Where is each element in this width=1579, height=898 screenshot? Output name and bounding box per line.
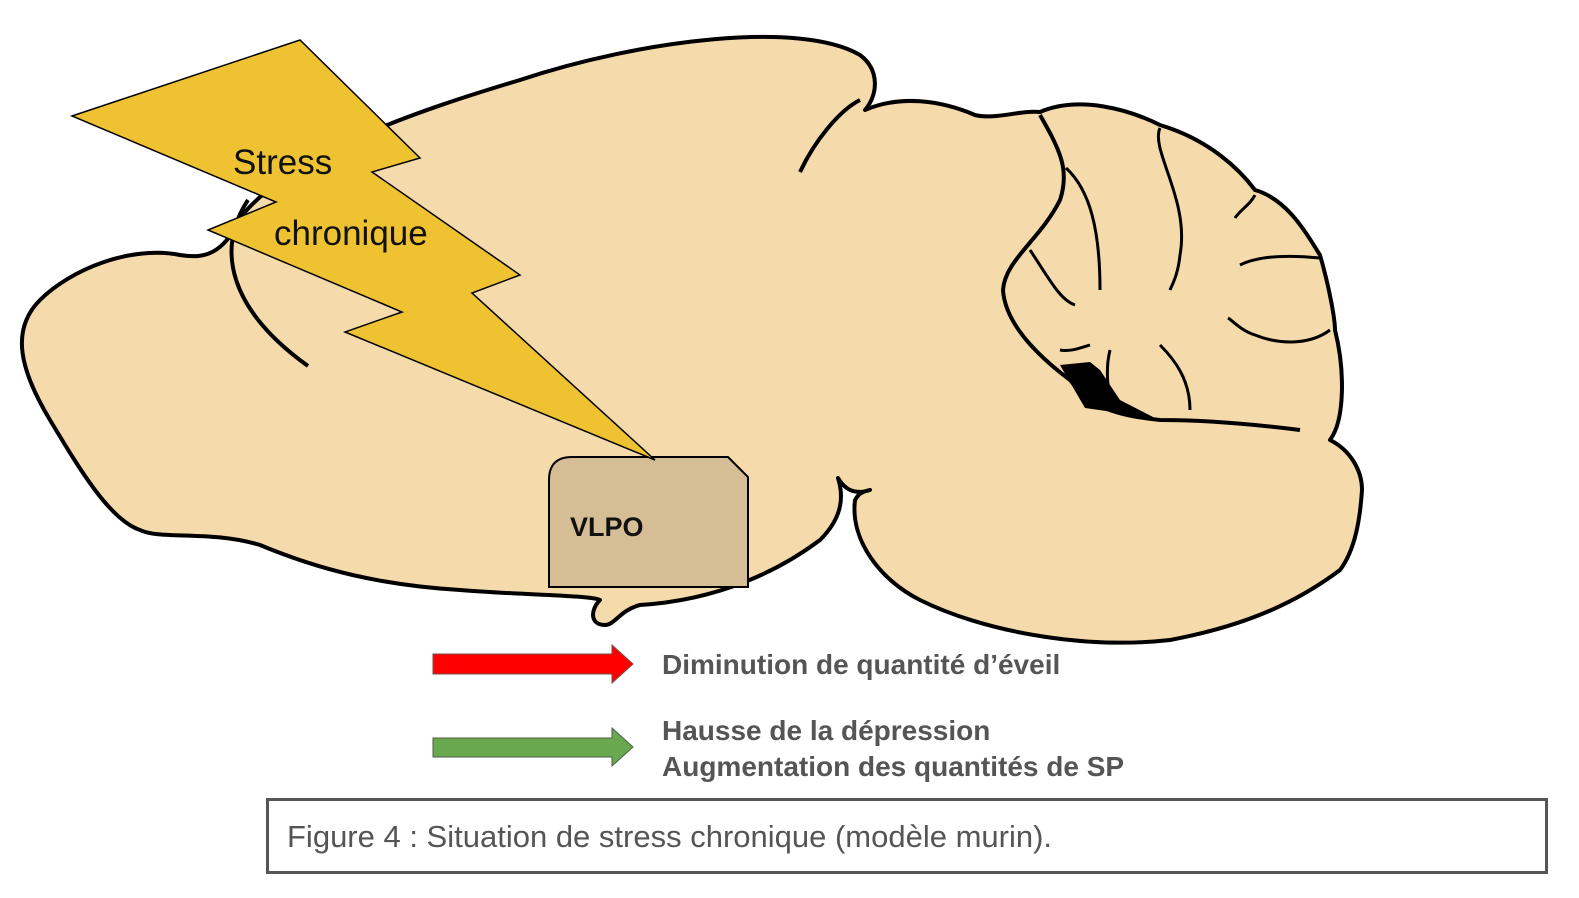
stress-label-line2: chronique <box>274 214 428 253</box>
cerebellum-folia <box>1239 254 1321 267</box>
legend-text-green: Hausse de la dépression Augmentation des… <box>662 713 1124 785</box>
vlpo-label: VLPO <box>570 512 644 542</box>
stress-label-line1: Stress <box>233 143 332 182</box>
green-arrow <box>432 726 634 768</box>
red-arrow <box>432 643 634 685</box>
legend-line: Augmentation des quantités de SP <box>662 751 1125 782</box>
cerebellum-folia <box>1227 316 1331 344</box>
cerebellum-folia <box>1233 194 1257 219</box>
cerebellum-folia <box>1064 166 1102 291</box>
fourth-ventricle <box>1060 362 1155 418</box>
cerebellum-outline <box>1000 114 1301 432</box>
cerebellum-folia <box>1028 249 1076 307</box>
stress-lightning-bolt <box>69 39 656 461</box>
cerebellum-folia <box>1157 127 1183 291</box>
cerebellum-folia <box>1158 343 1192 411</box>
midbrain-sulcus-line <box>798 98 861 173</box>
legend-line: Hausse de la dépression <box>662 715 991 746</box>
figure-caption: Figure 4 : Situation de stress chronique… <box>287 819 1053 854</box>
legend-text-red: Diminution de quantité d’éveil <box>662 647 1060 683</box>
figure-caption-box: Figure 4 : Situation de stress chronique… <box>266 798 1548 874</box>
cerebellum-folia <box>1059 343 1091 352</box>
vlpo-region <box>548 456 749 588</box>
legend-line: Diminution de quantité d’éveil <box>662 649 1061 680</box>
